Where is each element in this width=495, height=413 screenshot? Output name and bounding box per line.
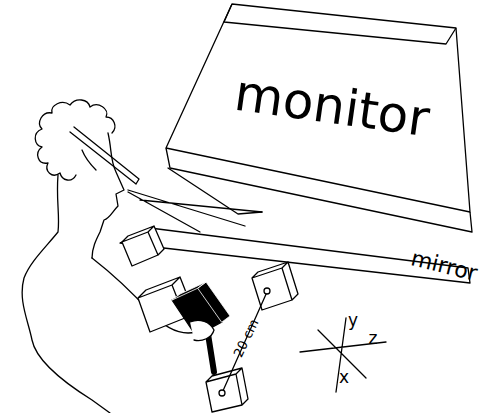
dimension-label: 20 cm xyxy=(231,317,260,359)
axis-label: z xyxy=(369,330,378,347)
target-cube xyxy=(252,262,298,310)
cube-marker xyxy=(219,390,225,396)
cube-marker xyxy=(264,288,270,294)
target-cube xyxy=(206,368,248,412)
axis-label: y xyxy=(348,312,358,329)
face-profile xyxy=(92,133,124,258)
hand xyxy=(190,320,214,340)
held-cube-faces xyxy=(172,282,230,322)
axis-label: x xyxy=(339,369,349,386)
cube xyxy=(122,226,164,266)
head-rod xyxy=(70,127,139,184)
monitor-edge xyxy=(224,4,456,44)
hair xyxy=(35,100,115,180)
ear xyxy=(82,150,96,170)
handle xyxy=(208,334,214,372)
body-outline xyxy=(22,175,110,413)
sight-lines xyxy=(128,190,262,232)
monitor-edge xyxy=(166,4,470,212)
axes xyxy=(300,318,386,392)
distance-line xyxy=(222,292,267,393)
monitor-box: monitor xyxy=(160,0,490,240)
monitor-edge xyxy=(166,148,472,232)
